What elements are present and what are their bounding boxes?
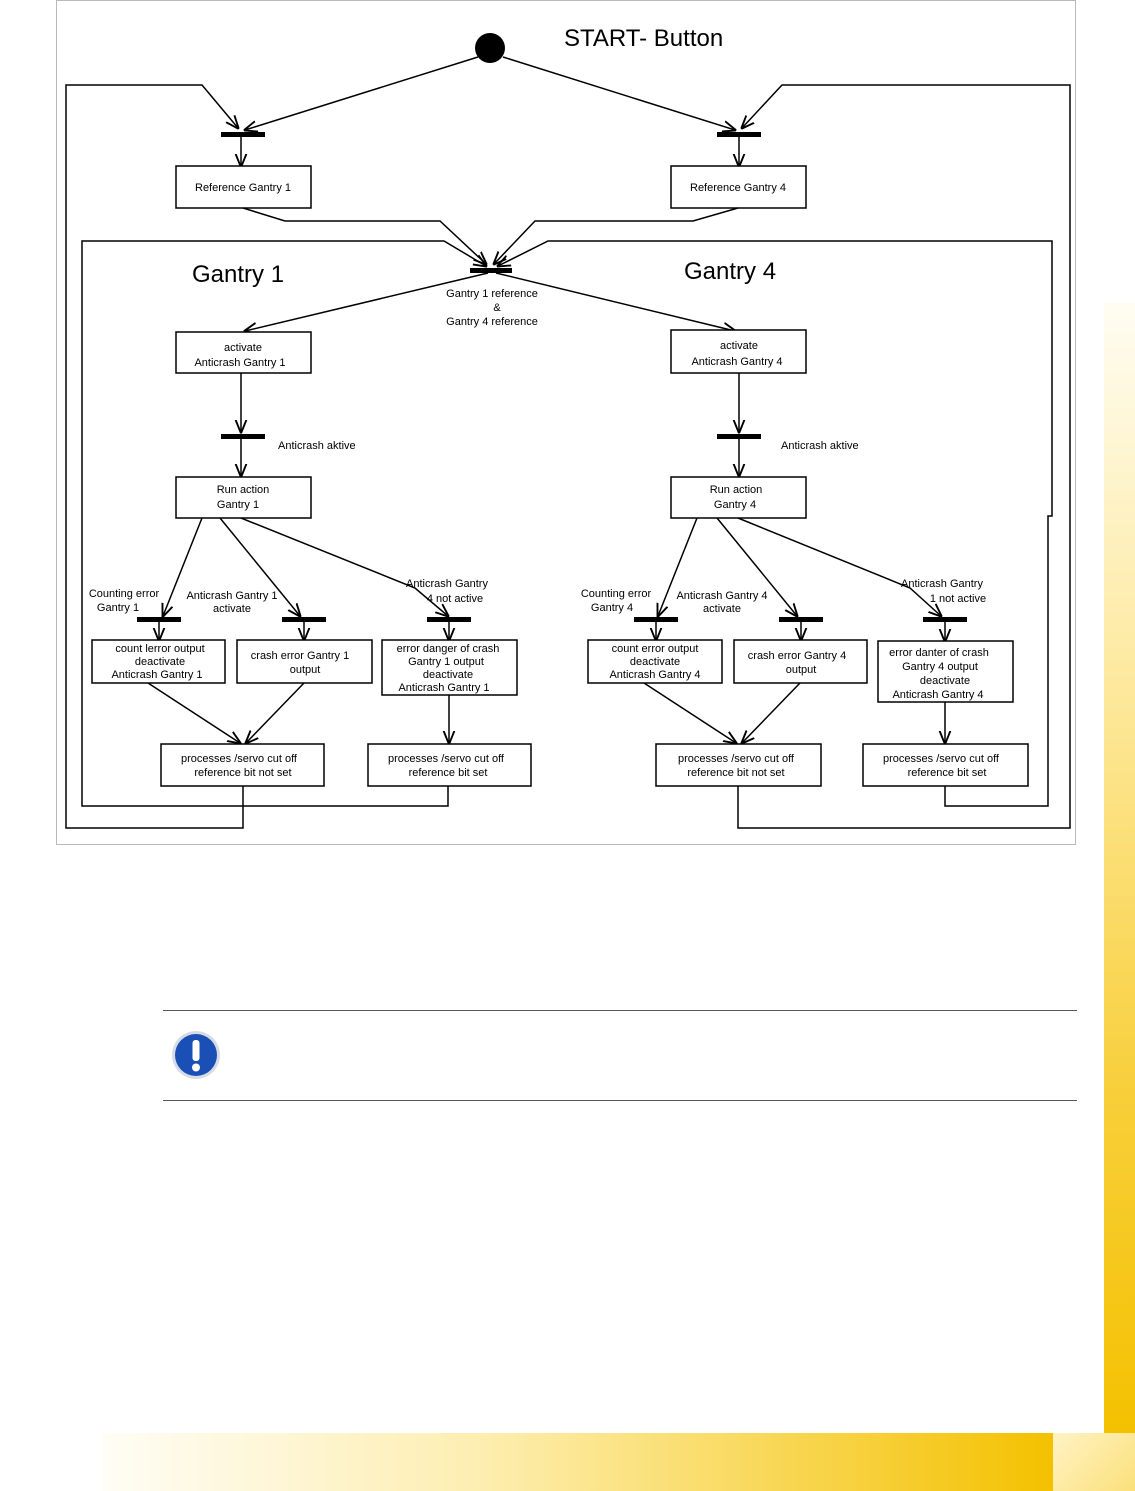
g4-cutoff-not-set-2: reference bit not set [687, 767, 784, 779]
anticrash-aktive-g1: Anticrash aktive [278, 440, 356, 452]
g1-guard-notactive-2: 4 not active [427, 593, 483, 605]
sync-bar-anticrash-g1 [221, 434, 265, 439]
exclamation-icon [172, 1031, 220, 1079]
sync-bar-ref4 [717, 132, 761, 137]
activate-gantry4-line2: Anticrash Gantry 4 [691, 356, 782, 368]
bottom-decor-stripe [103, 1433, 1053, 1491]
outer-loop-gantry1 [65, 84, 244, 829]
g4-count-error-1: count error output [612, 643, 699, 655]
activate-gantry1-line1: activate [224, 342, 262, 354]
sync-bar-g4-crash [779, 617, 823, 622]
g1-guard-activate-1: Anticrash Gantry 1 [186, 590, 277, 602]
activate-gantry1-box [175, 331, 312, 374]
g1-danger-box [381, 639, 518, 696]
group-title-gantry4: Gantry 4 [684, 258, 776, 285]
join-label-2: & [493, 302, 501, 314]
activate-gantry4-box [670, 329, 807, 374]
g4-guard-counting-1: Counting error [581, 588, 652, 600]
sync-bar-ref1 [221, 132, 265, 137]
g1-crash-error-2: output [290, 664, 321, 676]
diagram-frame [56, 0, 1076, 845]
sync-bar-g4-count [634, 617, 678, 622]
g1-danger-4: Anticrash Gantry 1 [398, 682, 489, 694]
run-action-g4-line2: Gantry 4 [714, 499, 756, 511]
inner-loop-gantry4 [498, 240, 1053, 807]
join-label-3: Gantry 4 reference [446, 316, 538, 328]
run-action-gantry1-box [175, 476, 312, 519]
corner-decor-patch [1053, 1433, 1135, 1491]
g4-crash-error-box [733, 639, 868, 684]
g4-crash-error-2: output [786, 664, 817, 676]
g4-cutoff-set-1: processes /servo cut off [883, 753, 1000, 765]
g4-danger-1: error danter of crash [889, 647, 989, 659]
g4-cutoff-set-2: reference bit set [908, 767, 987, 779]
g4-cutoff-not-set-1: processes /servo cut off [678, 753, 795, 765]
g4-count-error-2: deactivate [630, 656, 680, 668]
g1-guard-counting-1: Counting error [89, 588, 160, 600]
anticrash-aktive-g4: Anticrash aktive [781, 440, 859, 452]
g1-cutoff-not-set-2: reference bit not set [194, 767, 291, 779]
inner-loop-gantry1 [81, 240, 486, 807]
g4-danger-box [877, 640, 1014, 703]
activate-gantry4-line1: activate [720, 340, 758, 352]
g1-cutoff-not-set-box [160, 743, 325, 787]
g4-danger-3: deactivate [920, 675, 970, 687]
note-rule-bottom [163, 1100, 1077, 1101]
sync-bar-g1-count [137, 617, 181, 622]
reference-gantry1-label: Reference Gantry 1 [195, 182, 291, 194]
g4-guard-counting-2: Gantry 4 [591, 602, 633, 614]
g1-cutoff-not-set-1: processes /servo cut off [181, 753, 298, 765]
group-title-gantry1: Gantry 1 [192, 261, 284, 288]
g1-crash-error-1: crash error Gantry 1 [251, 650, 349, 662]
note-rule-top [163, 1010, 1077, 1011]
g4-guard-notactive-2: 1 not active [930, 593, 986, 605]
g4-count-error-box [587, 639, 723, 684]
run-action-g1-line2: Gantry 1 [217, 499, 259, 511]
g4-danger-4: Anticrash Gantry 4 [892, 689, 983, 701]
g1-cutoff-set-2: reference bit set [409, 767, 488, 779]
outer-loop-gantry4 [737, 84, 1071, 829]
sync-bar-g4-danger [923, 617, 967, 622]
g1-cutoff-set-box [367, 743, 532, 787]
g4-guard-notactive-1: Anticrash Gantry [901, 578, 983, 590]
g1-guard-notactive-1: Anticrash Gantry [406, 578, 488, 590]
sync-bar-join [470, 268, 512, 273]
start-node [475, 33, 505, 63]
g1-guard-counting-2: Gantry 1 [97, 602, 139, 614]
g1-danger-3: deactivate [423, 669, 473, 681]
run-action-g4-line1: Run action [710, 484, 763, 496]
run-action-g1-line1: Run action [217, 484, 270, 496]
g4-count-error-3: Anticrash Gantry 4 [609, 669, 700, 681]
activity-diagram: START- Button Reference Gantry 1 Referen… [65, 25, 1071, 829]
g4-cutoff-set-box [862, 743, 1029, 787]
side-decor-stripe [1104, 303, 1135, 1433]
activate-gantry1-line2: Anticrash Gantry 1 [194, 357, 285, 369]
g1-cutoff-set-1: processes /servo cut off [388, 753, 505, 765]
g4-guard-activate-1: Anticrash Gantry 4 [676, 590, 767, 602]
g1-count-error-box [91, 639, 226, 684]
g4-danger-2: Gantry 4 output [902, 661, 978, 673]
g1-count-error-3: Anticrash Gantry 1 [111, 669, 202, 681]
g4-crash-error-1: crash error Gantry 4 [748, 650, 846, 662]
g4-cutoff-not-set-box [655, 743, 822, 787]
reference-gantry4-box [670, 165, 807, 209]
g1-danger-1: error danger of crash [397, 643, 500, 655]
g1-guard-activate-2: activate [213, 603, 251, 615]
sync-bar-g1-danger [427, 617, 471, 622]
join-label-1: Gantry 1 reference [446, 288, 538, 300]
g1-count-error-2: deactivate [135, 656, 185, 668]
run-action-gantry4-box [670, 476, 807, 519]
g1-crash-error-box [236, 639, 373, 684]
sync-bar-g1-crash [282, 617, 326, 622]
sync-bar-anticrash-g4 [717, 434, 761, 439]
g1-danger-2: Gantry 1 output [408, 656, 484, 668]
reference-gantry4-label: Reference Gantry 4 [690, 182, 786, 194]
start-label: START- Button [564, 25, 723, 52]
g4-guard-activate-2: activate [703, 603, 741, 615]
g1-count-error-1: count lerror output [115, 643, 204, 655]
